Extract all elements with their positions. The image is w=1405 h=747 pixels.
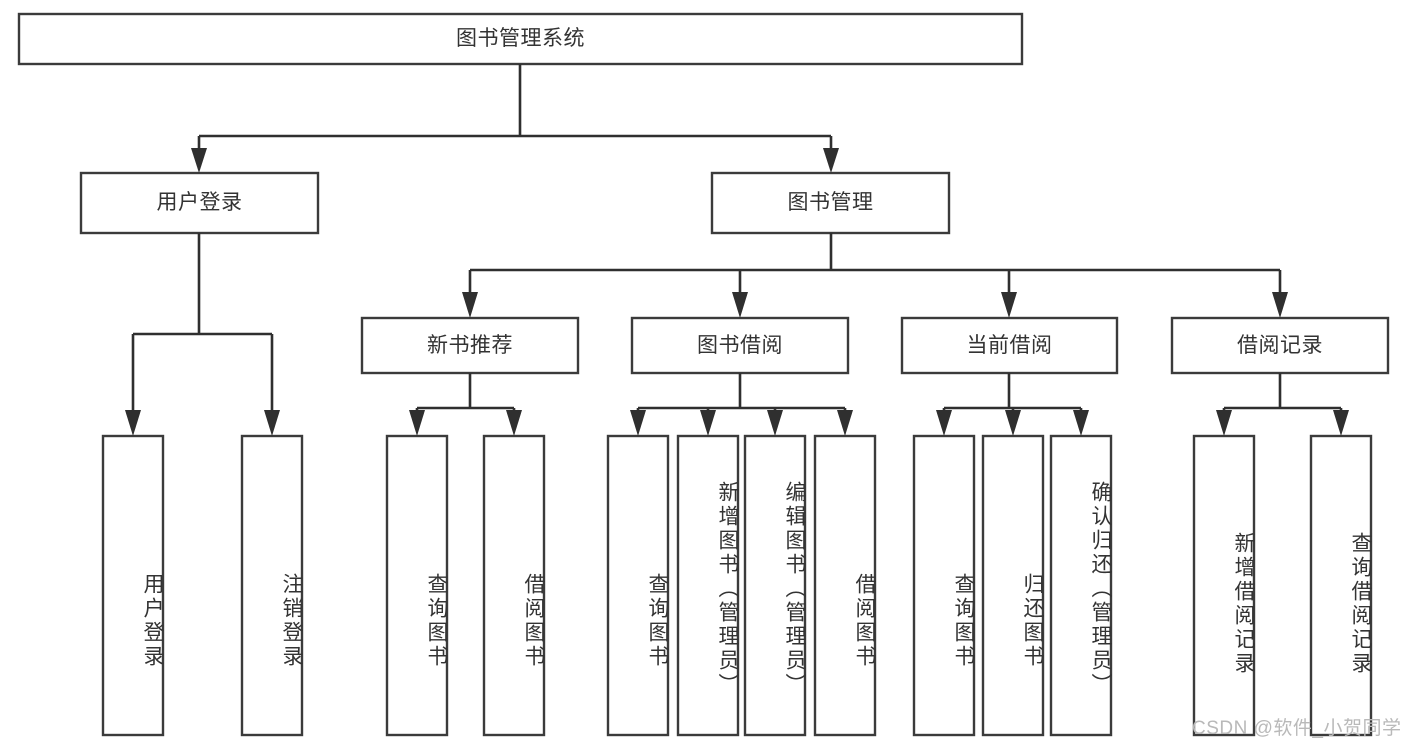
- arrowhead-leaf-query-book-3: [936, 410, 952, 436]
- arrowhead-leaf-confirm-return: [1073, 410, 1089, 436]
- arrowhead-leaf-query-book-1: [409, 410, 425, 436]
- node-box-user-login[interactable]: [79, 171, 320, 235]
- node-box-leaf-query-record[interactable]: [1309, 434, 1373, 737]
- node-box-leaf-user-login[interactable]: [101, 434, 165, 737]
- node-box-leaf-add-book[interactable]: [676, 434, 740, 737]
- connector-user-login-to-leaves: [131, 233, 274, 418]
- node-box-leaf-add-record[interactable]: [1192, 434, 1256, 737]
- node-box-leaf-query-book-2[interactable]: [606, 434, 670, 737]
- connector-new-book-recommend-to-leaves: [415, 373, 516, 418]
- node-box-new-book-recommend[interactable]: [360, 316, 580, 375]
- connector-borrow-record-to-leaves: [1222, 373, 1343, 418]
- node-box-leaf-confirm-return[interactable]: [1049, 434, 1113, 737]
- node-box-leaf-return-book[interactable]: [981, 434, 1045, 737]
- arrowhead-leaf-return-book: [1005, 410, 1021, 436]
- node-box-leaf-query-book-1[interactable]: [385, 434, 449, 737]
- arrowhead-leaf-query-record: [1333, 410, 1349, 436]
- node-box-leaf-edit-book[interactable]: [743, 434, 807, 737]
- arrowhead-leaf-user-logout: [264, 410, 280, 436]
- node-box-current-borrow[interactable]: [900, 316, 1119, 375]
- node-box-book-management[interactable]: [710, 171, 951, 235]
- arrowhead-borrow-record: [1272, 292, 1288, 318]
- arrowhead-book-management: [823, 148, 839, 173]
- connector-book-management-to-level3: [468, 233, 1282, 300]
- connector-root-to-level2: [197, 64, 833, 158]
- node-box-leaf-query-book-3[interactable]: [912, 434, 976, 737]
- arrowhead-leaf-edit-book: [767, 410, 783, 436]
- node-box-root[interactable]: [17, 12, 1024, 66]
- node-box-leaf-borrow-book-1[interactable]: [482, 434, 546, 737]
- arrowhead-user-login: [191, 148, 207, 173]
- arrowhead-leaf-add-record: [1216, 410, 1232, 436]
- arrowhead-leaf-user-login: [125, 410, 141, 436]
- arrowhead-current-borrow: [1001, 292, 1017, 318]
- node-box-leaf-user-logout[interactable]: [240, 434, 304, 737]
- arrowhead-leaf-query-book-2: [630, 410, 646, 436]
- arrowhead-book-borrow: [732, 292, 748, 318]
- arrowhead-leaf-borrow-book-2: [837, 410, 853, 436]
- node-box-borrow-record[interactable]: [1170, 316, 1390, 375]
- connector-book-borrow-to-leaves: [636, 373, 847, 418]
- node-box-book-borrow[interactable]: [630, 316, 850, 375]
- node-box-leaf-borrow-book-2[interactable]: [813, 434, 877, 737]
- watermark-csdn: CSDN @软件_小贺同学: [1192, 718, 1402, 739]
- arrowhead-leaf-borrow-book-1: [506, 410, 522, 436]
- arrowhead-new-book-recommend: [462, 292, 478, 318]
- arrowhead-leaf-add-book: [700, 410, 716, 436]
